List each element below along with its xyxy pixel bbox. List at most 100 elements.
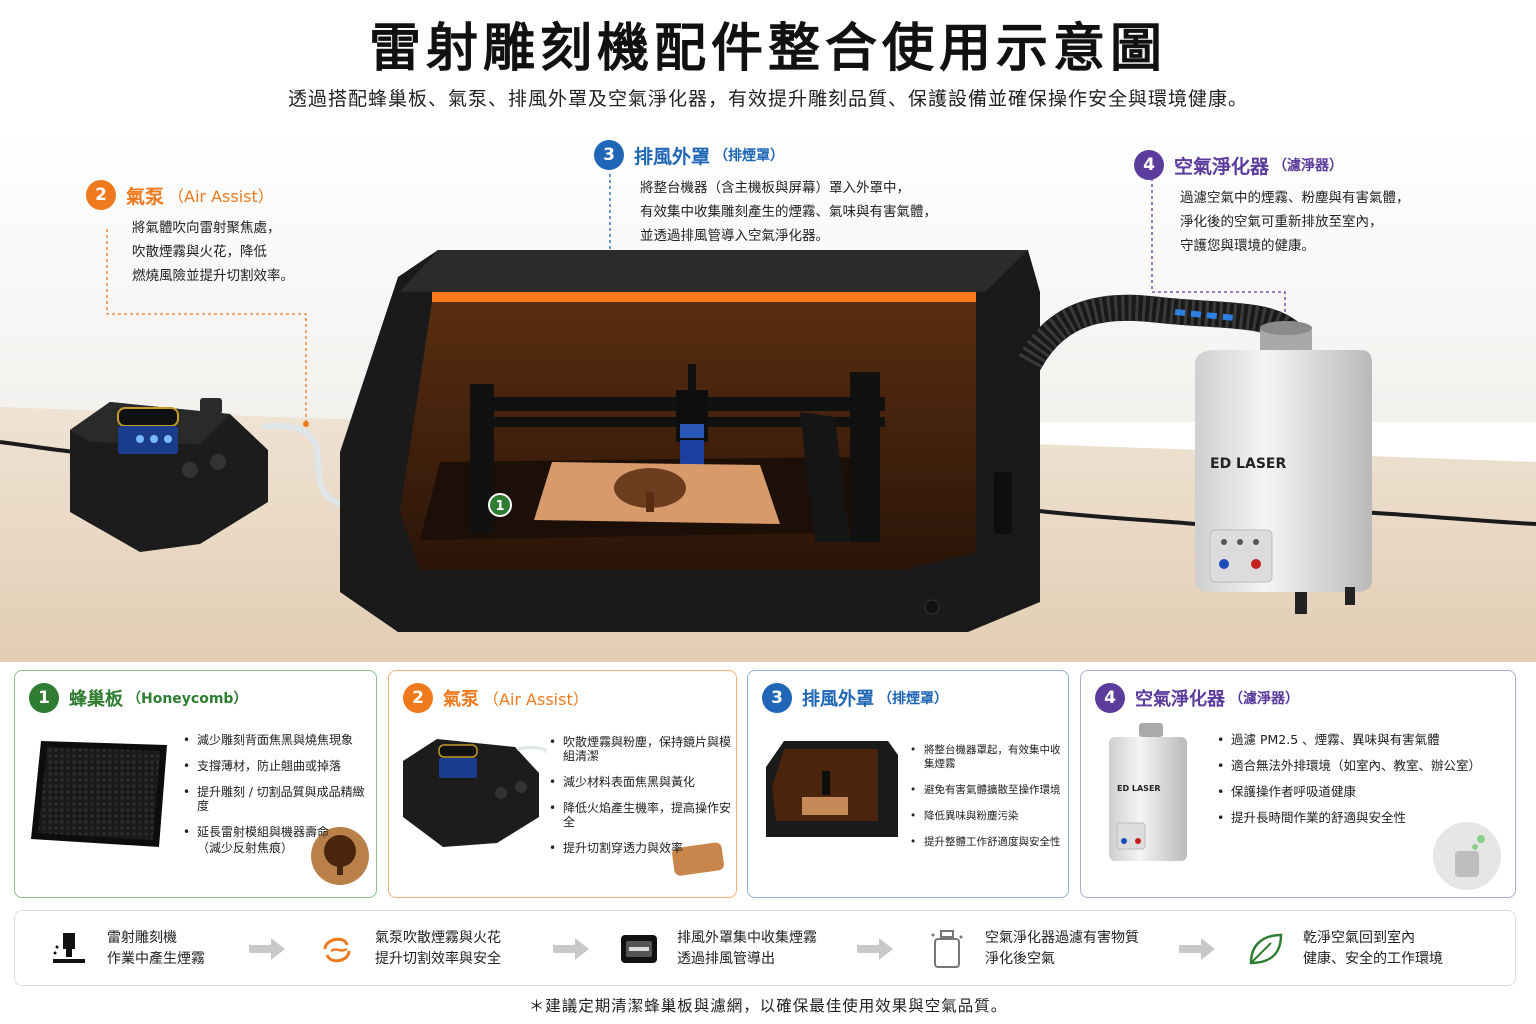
- callout-title: 氣泵: [126, 185, 165, 208]
- purifier-leader-line: [1151, 178, 1286, 322]
- laser-engraver-icon: [49, 929, 89, 969]
- purifier-brand-label: ED LASER: [1210, 456, 1286, 472]
- air-pump-image: [403, 739, 547, 847]
- workflow-step: 雷射雕刻機作業中產生煙霧: [49, 911, 205, 987]
- callout-line: 有效集中收集雕刻產生的煙霧、氣味與有害氣體，: [640, 204, 937, 220]
- workflow-step-line1: 雷射雕刻機: [107, 930, 177, 946]
- workflow-step-line1: 乾淨空氣回到室內: [1303, 930, 1415, 946]
- purifier-image: ED LASER: [1109, 723, 1187, 861]
- callout-title: 排風外罩: [634, 145, 711, 168]
- exhaust-hose: [1017, 294, 1303, 375]
- enclosure-image: [766, 741, 898, 837]
- workflow-step-line2: 透過排風管導出: [677, 951, 775, 967]
- workflow-step-line2: 淨化後空氣: [985, 951, 1055, 967]
- card-item-text: 延長雷射模組與機器壽命: [197, 825, 330, 839]
- workflow-step-line1: 空氣淨化器過濾有害物質: [985, 930, 1139, 946]
- callout-line: 燃燒風險並提升切割效率。: [132, 268, 294, 284]
- page-title: 雷射雕刻機配件整合使用示意圖: [368, 19, 1167, 79]
- callout-number: 3: [594, 140, 624, 170]
- card-enclosure: 3 排風外罩（排煙罩） 將整台機器罩起，有效集中收集煙霧 避免有害氣體擴散至操作環…: [747, 670, 1069, 898]
- card-subtitle: （Honeycomb）: [127, 691, 248, 707]
- card-item: 支撐薄材，防止翹曲或掉落: [183, 759, 373, 773]
- card-subtitle: （濾淨器）: [1229, 691, 1299, 707]
- arrow-icon: [249, 938, 285, 960]
- callout-enclosure: 3 排風外罩（排煙罩） 將整台機器（含主機板與屏幕）罩入外罩中， 有效集中收集雕刻…: [594, 140, 1014, 248]
- card-item: 降低異味與粉塵污染: [910, 809, 1066, 823]
- card-item: 提升長時間作業的舒適與安全性: [1217, 811, 1513, 826]
- callout-line: 將氣體吹向雷射聚焦處，: [132, 220, 281, 236]
- footer-note: ＊建議定期清潔蜂巢板與濾網，以確保最佳使用效果與空氣品質。: [528, 997, 1008, 1015]
- workflow-step: 排風外罩集中收集煙霧透過排風管導出: [619, 911, 817, 987]
- callout-line: 淨化後的空氣可重新排放至室內，: [1180, 214, 1383, 230]
- enclosure-device: 1: [340, 250, 1040, 632]
- purifier-card-brand: ED LASER: [1117, 784, 1161, 793]
- card-item: 保護操作者呼吸道健康: [1217, 785, 1513, 800]
- card-title: 蜂巢板: [69, 689, 123, 710]
- card-item: 適合無法外排環境（如室內、教室、辦公室）: [1217, 759, 1513, 774]
- callout-line: 吹散煙霧與火花，降低: [132, 244, 267, 260]
- workflow-step: 空氣淨化器過濾有害物質淨化後空氣: [927, 911, 1139, 987]
- workflow-step-line2: 作業中產生煙霧: [107, 951, 205, 967]
- card-title: 排風外罩: [802, 689, 874, 710]
- card-title: 空氣淨化器: [1135, 689, 1225, 710]
- air-assist-leader-line: [106, 229, 307, 422]
- card-title: 氣泵: [443, 689, 479, 710]
- card-item: 提升切割穿透力與效率: [549, 841, 733, 855]
- card-item: 延長雷射模組與機器壽命 （減少反射焦痕）: [183, 825, 373, 855]
- callout-number: 4: [1134, 150, 1164, 180]
- page-subtitle: 透過搭配蜂巢板、氣泵、排風外罩及空氣淨化器，有效提升雕刻品質、保護設備並確保操作…: [287, 88, 1248, 110]
- air-pump-device: [70, 398, 268, 552]
- card-item: 提升雕刻 / 切割品質與成品精緻度: [183, 785, 373, 813]
- clean-air-icon: [1433, 822, 1501, 890]
- callout-number: 2: [86, 180, 116, 210]
- callout-line: 將整台機器（含主機板與屏幕）罩入外罩中，: [640, 180, 910, 196]
- card-item: 減少雕刻背面焦黑與燒焦現象: [183, 733, 373, 747]
- card-item: 過濾 PM2.5 、煙霧、異味與有害氣體: [1217, 733, 1513, 748]
- card-item: 避免有害氣體擴散至操作環境: [910, 783, 1066, 797]
- enclosure-icon: [619, 929, 659, 969]
- card-item: 將整台機器罩起，有效集中收集煙霧: [910, 743, 1066, 771]
- callout-line: 並透過排風管導入空氣淨化器。: [640, 228, 829, 244]
- card-subtitle: （排煙罩）: [878, 691, 948, 707]
- callout-line: 守護您與環境的健康。: [1180, 238, 1315, 254]
- card-air-assist: 2 氣泵（Air Assist） 吹散煙霧與粉塵，保持鏡片與模組清潔 減少材料表面…: [388, 670, 737, 898]
- air-purifier-device: ED LASER: [1195, 321, 1372, 614]
- card-number: 1: [29, 683, 59, 713]
- filter-icon: [927, 929, 967, 969]
- card-item: 提升整體工作舒適度與安全性: [910, 835, 1066, 849]
- honeycomb-marker: [488, 493, 512, 517]
- callout-subtitle: （Air Assist）: [168, 187, 274, 206]
- arrow-icon: [1179, 938, 1215, 960]
- callout-subtitle: （濾淨器）: [1273, 158, 1344, 174]
- workflow-step-line1: 氣泵吹散煙霧與火花: [375, 930, 501, 946]
- honeycomb-marker-label: 1: [495, 499, 504, 514]
- card-number: 3: [762, 683, 792, 713]
- leaf-icon: [1245, 929, 1285, 969]
- workflow-step: 乾淨空氣回到室內健康、安全的工作環境: [1245, 911, 1443, 987]
- callout-air-assist: 2 氣泵（Air Assist） 將氣體吹向雷射聚焦處， 吹散煙霧與火花，降低 燃…: [86, 180, 346, 288]
- card-subtitle: （Air Assist）: [483, 690, 589, 709]
- arrow-icon: [553, 938, 589, 960]
- card-honeycomb: 1 蜂巢板（Honeycomb） 減少雕刻背面焦黑與燒焦現象 支撐薄材，防止翹曲或…: [14, 670, 377, 898]
- callout-line: 過濾空氣中的煙霧、粉塵與有害氣體，: [1180, 190, 1410, 206]
- callout-subtitle: （排煙罩）: [714, 148, 785, 164]
- card-number: 2: [403, 683, 433, 713]
- air-swirl-icon: [317, 929, 357, 969]
- workflow-step-line1: 排風外罩集中收集煙霧: [677, 930, 817, 946]
- workflow-step-line2: 健康、安全的工作環境: [1303, 951, 1443, 967]
- arrow-icon: [857, 938, 893, 960]
- card-item-note: （減少反射焦痕）: [197, 841, 294, 855]
- scene-illustration: 1 ED LASER: [0, 132, 1536, 662]
- card-item: 降低火焰產生機率，提高操作安全: [549, 801, 733, 829]
- air-tube: [261, 422, 347, 507]
- card-purifier: 4 空氣淨化器（濾淨器） ED LASER 過濾 PM2.5 、煙霧、異味與有害氣…: [1080, 670, 1516, 898]
- workflow-step-line2: 提升切割效率與安全: [375, 951, 501, 967]
- card-number: 4: [1095, 683, 1125, 713]
- callout-title: 空氣淨化器: [1174, 155, 1270, 178]
- card-item: 吹散煙霧與粉塵，保持鏡片與模組清潔: [549, 735, 733, 763]
- workflow-bar: 雷射雕刻機作業中產生煙霧 氣泵吹散煙霧與火花提升切割效率與安全 排風外罩集中收集…: [14, 910, 1516, 986]
- card-item: 減少材料表面焦黑與黃化: [549, 775, 733, 789]
- honeycomb-panel-image: [31, 741, 167, 847]
- workflow-step: 氣泵吹散煙霧與火花提升切割效率與安全: [317, 911, 501, 987]
